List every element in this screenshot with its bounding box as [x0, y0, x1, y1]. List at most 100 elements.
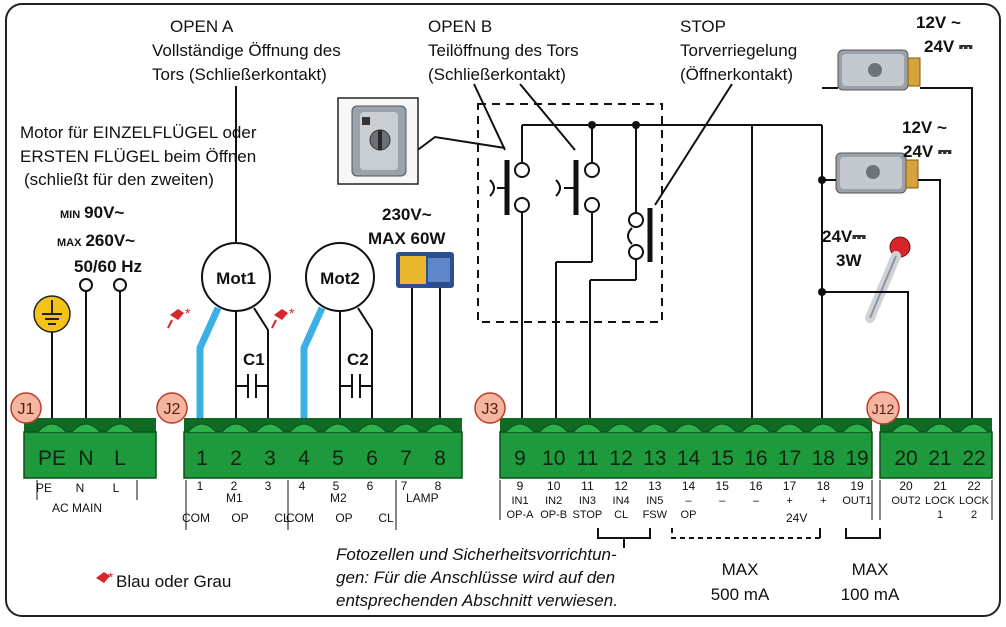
c1-label: C1 — [243, 350, 265, 369]
terminal-j3-6: 15 — [711, 447, 734, 470]
motor-1-blue-wire — [196, 306, 222, 418]
j3-num-9: 18 — [817, 479, 831, 493]
bracket-out — [845, 528, 881, 539]
jack-j1: J1 — [10, 392, 42, 424]
j2-num-3: 4 — [299, 479, 306, 493]
ac-main-label: AC MAIN — [52, 501, 102, 515]
terminal-j2-7: 8 — [434, 447, 446, 470]
open-a-line1: Vollständige Öffnung des — [152, 41, 341, 60]
j3-func-9: + — [820, 495, 826, 507]
max-100-line1: MAX — [852, 560, 889, 579]
j3-func2-0: OP-A — [507, 509, 535, 521]
terminal-j2-0: 1 — [196, 447, 208, 470]
j3-num-3: 12 — [614, 479, 628, 493]
stop-title: STOP — [680, 17, 726, 36]
terminal-j2-4: 5 — [332, 447, 344, 470]
motor-line1: Motor für EINZELFLÜGEL oder — [20, 123, 257, 142]
lock1-volt-b: 24V ⎓ — [924, 37, 973, 56]
svg-text:J1: J1 — [18, 401, 35, 418]
c2-label: C2 — [347, 350, 369, 369]
open-a-title: OPEN A — [170, 17, 234, 36]
lamp-power: MAX 60W — [368, 229, 446, 248]
terminal-j3-3: 12 — [609, 447, 632, 470]
terminal-j12-0: 20 — [894, 447, 917, 470]
note-line3: entsprechenden Abschnitt verwiesen. — [336, 591, 618, 610]
motor-line2: ERSTEN FLÜGEL beim Öffnen — [20, 147, 256, 166]
j3-num-7: 16 — [749, 479, 763, 493]
j3-func-7: – — [753, 495, 760, 507]
motor-line3: (schließt für den zweiten) — [24, 170, 214, 189]
j1-sub-0: PE — [36, 481, 52, 495]
j2-func-5: CL — [378, 511, 394, 525]
svg-text:J3: J3 — [482, 401, 499, 418]
open-a-contact — [489, 125, 530, 418]
j3-func-10: OUT1 — [842, 495, 871, 507]
j3-func-6: – — [719, 495, 726, 507]
motor-1-cl-wire — [253, 307, 269, 418]
j2-num-2: 3 — [265, 479, 272, 493]
light-volt: 24V⎓ — [822, 227, 866, 246]
terminal-j3-7: 16 — [744, 447, 767, 470]
j3-num-10: 19 — [850, 479, 864, 493]
blue-wire-marker-2-icon: * — [271, 305, 295, 329]
keyswitch-leader — [414, 135, 506, 153]
j3-func-3: IN4 — [613, 495, 630, 507]
stop-line2: (Öffnerkontakt) — [680, 65, 793, 84]
contacts-dashed-box — [477, 103, 663, 323]
note-line2: gen: Für die Anschlüsse wird auf den — [336, 568, 615, 587]
light-power: 3W — [836, 251, 862, 270]
key-switch-image — [337, 97, 419, 185]
terminal-j2-1: 2 — [230, 447, 242, 470]
j3-func-8: + — [786, 495, 792, 507]
j1-sub-2: L — [113, 481, 120, 495]
j2-num-4: 5 — [333, 479, 340, 493]
electric-lock-2-image — [835, 152, 919, 194]
j3-num-0: 9 — [517, 479, 524, 493]
svg-text:*: * — [108, 569, 114, 585]
marker-asterisk-1: * — [185, 305, 191, 321]
j12-func2-0: 1 — [937, 509, 943, 521]
j12-num-0: 20 — [899, 479, 913, 493]
terminal-j3-4: 13 — [643, 447, 666, 470]
terminal-j2-2: 3 — [264, 447, 276, 470]
j12-func-1: LOCK — [925, 495, 956, 507]
terminal-j3-5: 14 — [677, 447, 701, 470]
j2-num-0: 1 — [197, 479, 204, 493]
j3-num-1: 10 — [547, 479, 561, 493]
lock2-volt-b: 24V ⎓ — [903, 142, 952, 161]
terminal-j2-3: 4 — [298, 447, 310, 470]
stop-contact — [589, 125, 653, 418]
j3-num-4: 13 — [648, 479, 662, 493]
j12-func2-1: 2 — [971, 509, 977, 521]
j3-func2-4: FSW — [643, 509, 668, 521]
stop-line1: Torverriegelung — [680, 41, 797, 60]
terminal-j2-5: 6 — [366, 447, 378, 470]
j2-func-4: OP — [335, 511, 352, 525]
svg-text:J12: J12 — [872, 401, 895, 417]
bracket-24v — [671, 528, 820, 539]
n-supply-terminal — [79, 278, 93, 292]
svg-text:J2: J2 — [164, 401, 181, 418]
jack-j3: J3 — [474, 392, 506, 424]
j3-num-6: 15 — [716, 479, 730, 493]
j2-num-5: 6 — [367, 479, 374, 493]
lock2-wire-b — [918, 179, 941, 418]
terminal-j1-0: PE — [38, 447, 66, 470]
j12-num-2: 22 — [967, 479, 981, 493]
jack-j12: J12 — [866, 391, 900, 425]
lock1-volt-a: 12V ~ — [916, 13, 961, 32]
j12-func-0: OUT2 — [891, 495, 920, 507]
lock2-volt-a: 12V ~ — [902, 118, 947, 137]
lamp-voltage: 230V~ — [382, 205, 432, 224]
stop-leader — [654, 83, 733, 206]
j3-func-2: IN3 — [579, 495, 596, 507]
j3-func-0: IN1 — [511, 495, 528, 507]
j1-sub-1: N — [76, 481, 85, 495]
warning-light-image — [865, 236, 911, 323]
j2-func-0: COM — [182, 511, 210, 525]
